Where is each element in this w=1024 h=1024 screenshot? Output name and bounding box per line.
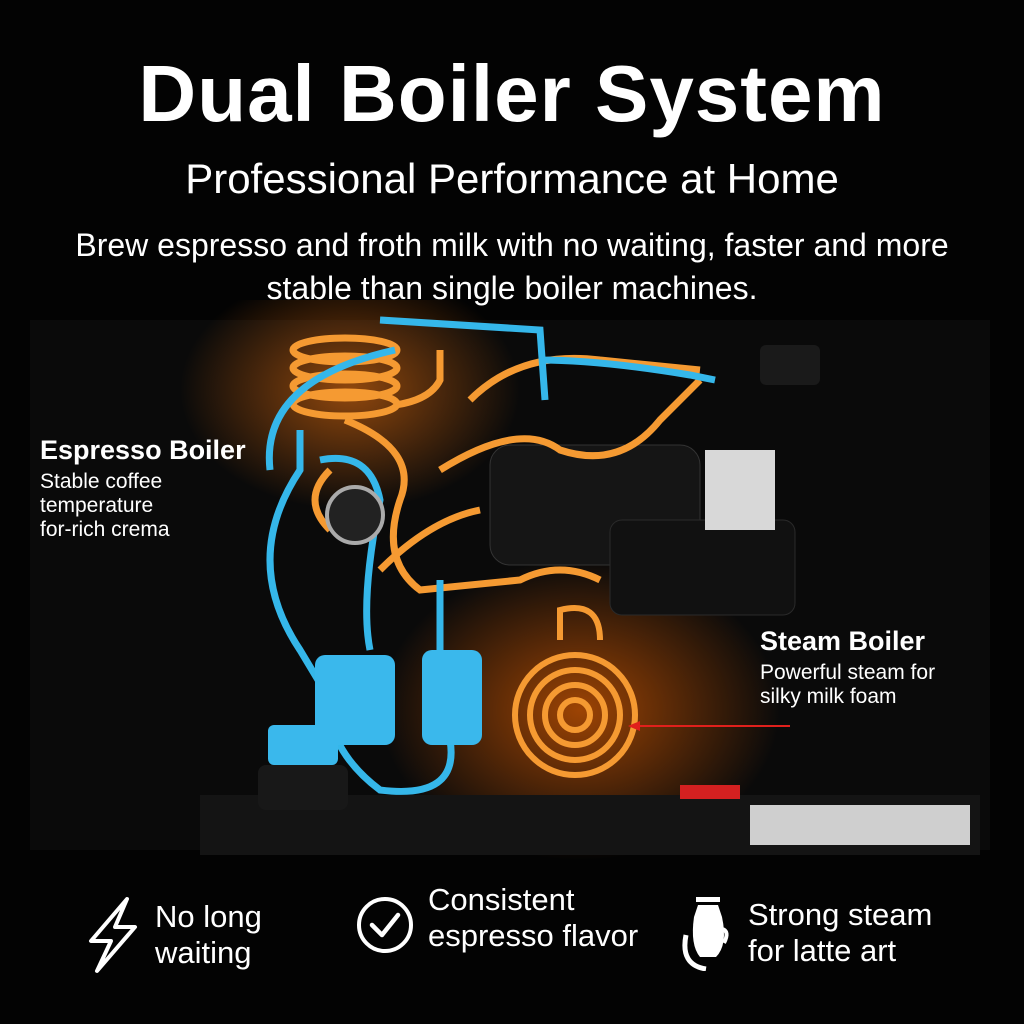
espresso-boiler-title: Espresso Boiler [40,435,246,465]
feature-text: No long [155,899,262,934]
espresso-boiler-desc-line: Stable coffee [40,470,163,493]
steam-boiler-desc-line: silky milk foam [760,685,897,708]
feature-text: waiting [155,935,252,970]
page-subtitle: Professional Performance at Home [185,155,839,202]
feature-text: for latte art [748,933,897,968]
steam-boiler-desc-line: Powerful steam for [760,661,936,684]
steam-boiler-callout: Steam Boiler Powerful steam for silky mi… [760,626,935,709]
feature-text: espresso flavor [428,918,639,953]
espresso-boiler-desc-line: temperature [40,494,154,517]
espresso-boiler-desc-line: for-rich crema [40,518,170,541]
page-title: Dual Boiler System [138,49,886,138]
page-description: Brew espresso and froth milk with no wai… [75,227,949,306]
milk-pitcher-icon [682,897,729,971]
lightning-icon [89,897,137,973]
feature-text: Consistent [428,882,575,917]
espresso-boiler-callout: Espresso Boiler Stable coffee temperatur… [40,435,246,542]
dual-boiler-illustration [30,300,990,860]
feature-text: Strong steam [748,897,933,932]
check-circle-icon [357,897,413,953]
steam-boiler-title: Steam Boiler [760,626,926,656]
